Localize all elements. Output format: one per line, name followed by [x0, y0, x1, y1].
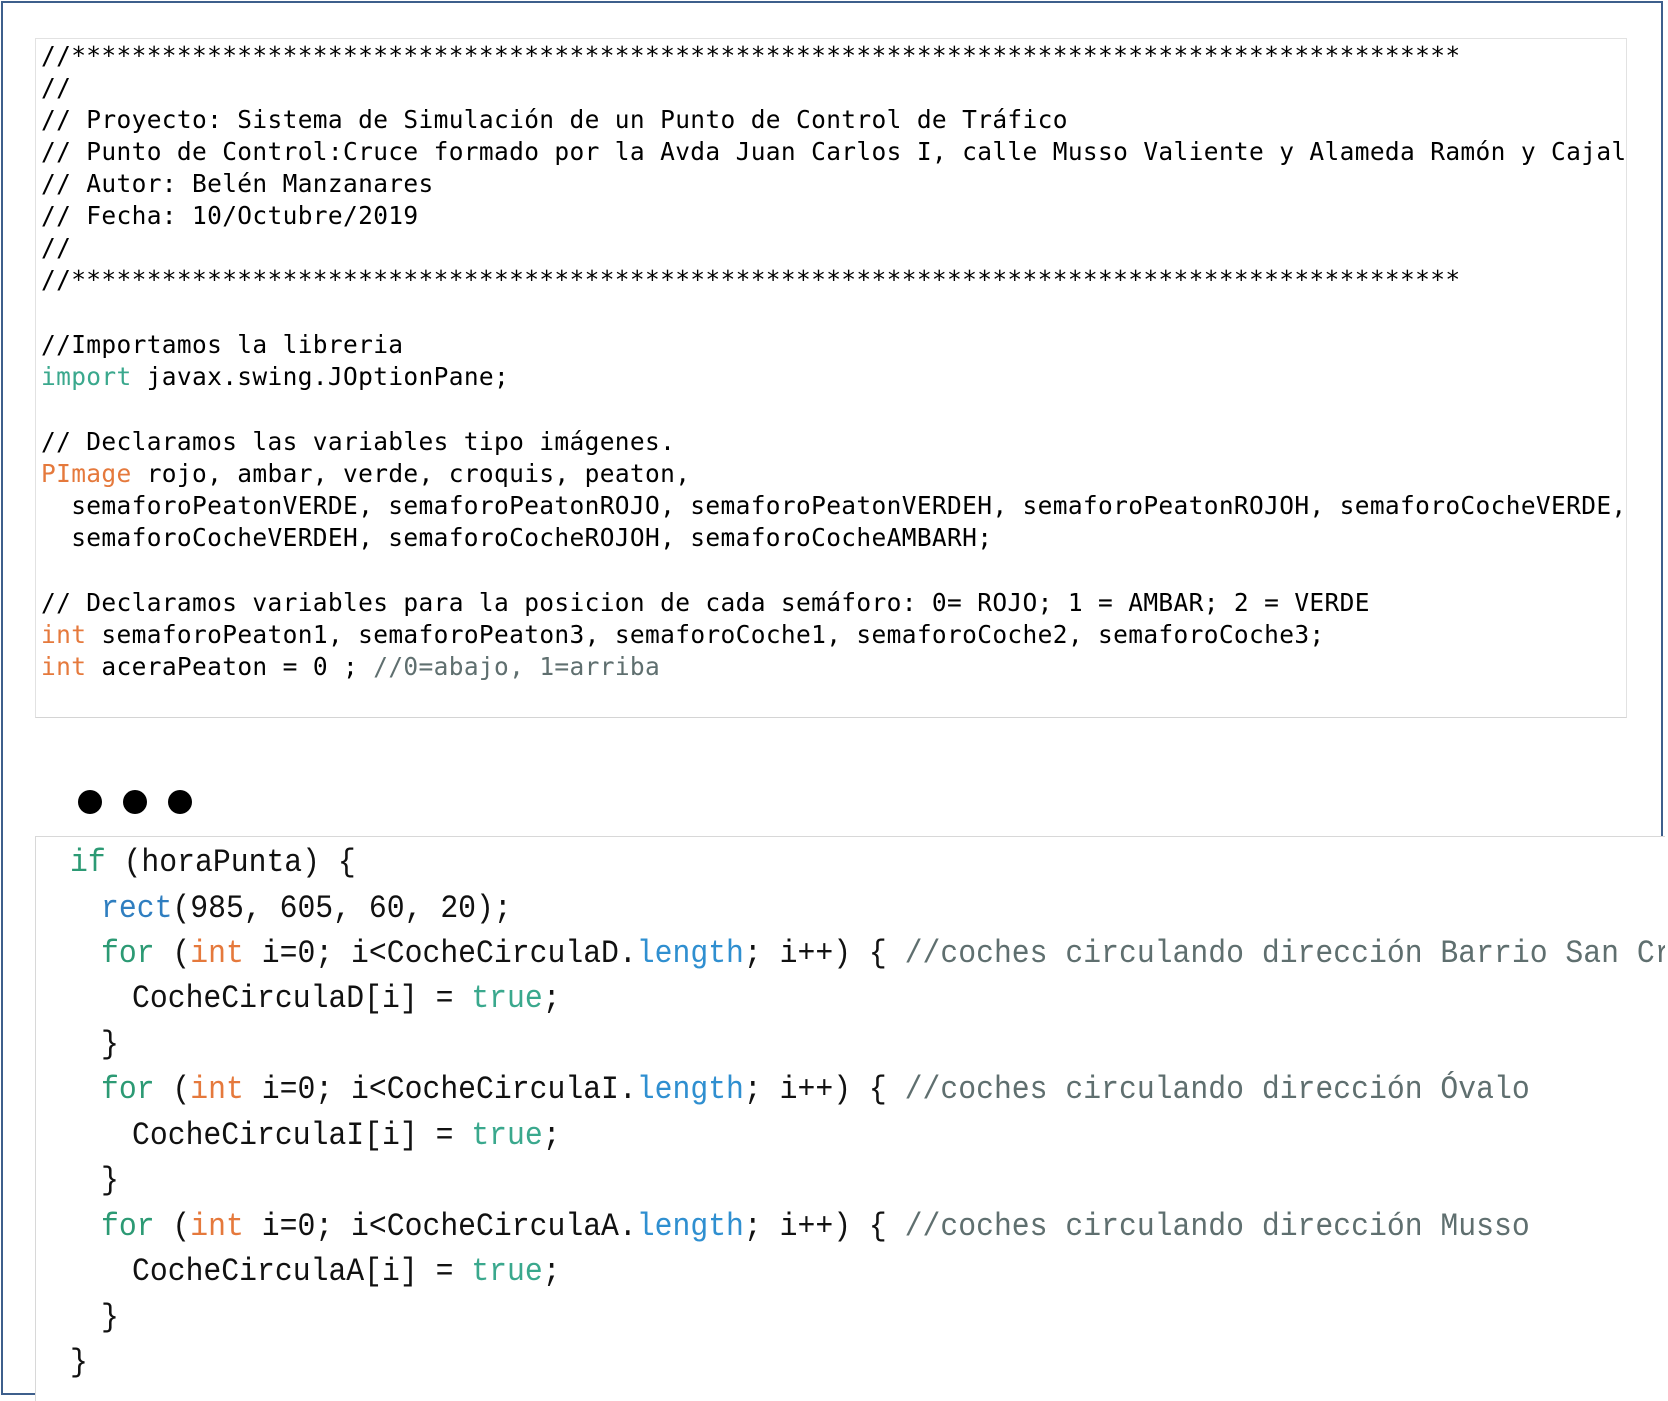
- int-acera-var: aceraPeaton = 0 ;: [86, 652, 374, 681]
- import-path: javax.swing.JOptionPane;: [131, 362, 510, 391]
- loop-var-a: i=0; i<CocheCirculaA.: [243, 1208, 637, 1245]
- semicolon: ;: [542, 1253, 561, 1290]
- code-line-header-stars: //**************************************…: [41, 41, 1461, 70]
- code-line-decl-img-comment: // Declaramos las variables tipo imágene…: [41, 427, 676, 456]
- code-line-close-i: }: [101, 1162, 119, 1199]
- type-int-2: int: [41, 652, 87, 681]
- code-line-pimage-2: semaforoPeatonVERDE, semaforoPeatonROJO,…: [41, 491, 1627, 520]
- pimage-vars: rojo, ambar, verde, croquis, peaton,: [131, 459, 691, 488]
- code-line-import-comment: //Importamos la libreria: [41, 330, 404, 359]
- code-line-pimage-3: semaforoCocheVERDEH, semaforoCocheROJOH,…: [41, 523, 993, 552]
- paren: (: [154, 935, 191, 972]
- code-line-pimage: PImage rojo, ambar, verde, croquis, peat…: [41, 457, 690, 491]
- code-line-close-if: }: [70, 1344, 88, 1381]
- code-line-for-a: for (int i=0; i<CocheCirculaA.length; i+…: [101, 1205, 1530, 1249]
- rect-args: (985, 605, 60, 20);: [172, 890, 512, 927]
- code-line-int-semaforos: int semaforoPeaton1, semaforoPeaton3, se…: [41, 618, 1325, 652]
- code-line-decl-pos-comment: // Declaramos variables para la posicion…: [41, 588, 1370, 617]
- code-line-if: if (horaPunta) {: [70, 841, 356, 885]
- paren: (: [154, 1071, 191, 1108]
- code-panel-bottom: if (horaPunta) { rect(985, 605, 60, 20);…: [35, 836, 1665, 1401]
- loop-end: ; i++) {: [743, 1208, 905, 1245]
- literal-true: true: [471, 1253, 543, 1290]
- semicolon: ;: [542, 1117, 561, 1154]
- loop-var-i: i=0; i<CocheCirculaI.: [243, 1071, 637, 1108]
- code-line-fecha: // Fecha: 10/Octubre/2019: [41, 201, 419, 230]
- assign-d: CocheCirculaD[i] =: [132, 980, 472, 1017]
- acera-comment: //0=abajo, 1=arriba: [373, 652, 661, 681]
- function-rect: rect: [101, 890, 173, 927]
- loop-end: ; i++) {: [743, 1071, 905, 1108]
- keyword-for: for: [101, 1071, 155, 1108]
- code-line-rect: rect(985, 605, 60, 20);: [101, 887, 512, 931]
- type-pimage: PImage: [41, 459, 132, 488]
- dot-icon: [78, 790, 102, 814]
- keyword-if: if: [70, 844, 106, 881]
- dot-icon: [168, 790, 192, 814]
- literal-true: true: [471, 1117, 543, 1154]
- code-line-assign-a: CocheCirculaA[i] = true;: [132, 1250, 561, 1294]
- semicolon: ;: [542, 980, 561, 1017]
- code-line-for-d: for (int i=0; i<CocheCirculaD.length; i+…: [101, 932, 1665, 976]
- loop-end: ; i++) {: [743, 935, 905, 972]
- code-line-punto-control: // Punto de Control:Cruce formado por la…: [41, 137, 1627, 166]
- keyword-for: for: [101, 935, 155, 972]
- paren: (: [154, 1208, 191, 1245]
- dot-icon: [123, 790, 147, 814]
- code-line-assign-i: CocheCirculaI[i] = true;: [132, 1114, 561, 1158]
- property-length: length: [636, 1208, 744, 1245]
- loop-var-d: i=0; i<CocheCirculaD.: [243, 935, 637, 972]
- code-line-import: import javax.swing.JOptionPane;: [41, 360, 509, 394]
- code-line-int-acera: int aceraPeaton = 0 ; //0=abajo, 1=arrib…: [41, 650, 660, 684]
- code-line-assign-d: CocheCirculaD[i] = true;: [132, 977, 561, 1021]
- type-int: int: [190, 1208, 244, 1245]
- code-line-blank-comment: //: [41, 73, 72, 102]
- code-line-close-a: }: [101, 1299, 119, 1336]
- type-int: int: [190, 1071, 244, 1108]
- code-line-autor: // Autor: Belén Manzanares: [41, 169, 434, 198]
- keyword-import: import: [41, 362, 132, 391]
- comment-a: //coches circulando dirección Musso: [904, 1208, 1530, 1245]
- comment-i: //coches circulando dirección Óvalo: [904, 1071, 1530, 1108]
- code-line-blank-comment-2: //: [41, 233, 72, 262]
- code-line-proyecto: // Proyecto: Sistema de Simulación de un…: [41, 105, 1068, 134]
- code-panel-top: //**************************************…: [35, 38, 1627, 718]
- assign-i: CocheCirculaI[i] =: [132, 1117, 472, 1154]
- property-length: length: [636, 1071, 744, 1108]
- literal-true: true: [471, 980, 543, 1017]
- assign-a: CocheCirculaA[i] =: [132, 1253, 472, 1290]
- comment-d: //coches circulando dirección Barrio San…: [904, 935, 1665, 972]
- if-condition: (horaPunta) {: [105, 844, 356, 881]
- property-length: length: [636, 935, 744, 972]
- code-line-for-i: for (int i=0; i<CocheCirculaI.length; i+…: [101, 1068, 1530, 1112]
- code-line-close-d: }: [101, 1026, 119, 1063]
- int-semaforo-vars: semaforoPeaton1, semaforoPeaton3, semafo…: [86, 620, 1325, 649]
- type-int: int: [190, 935, 244, 972]
- code-line-footer-stars: //**************************************…: [41, 265, 1461, 294]
- keyword-for: for: [101, 1208, 155, 1245]
- type-int: int: [41, 620, 87, 649]
